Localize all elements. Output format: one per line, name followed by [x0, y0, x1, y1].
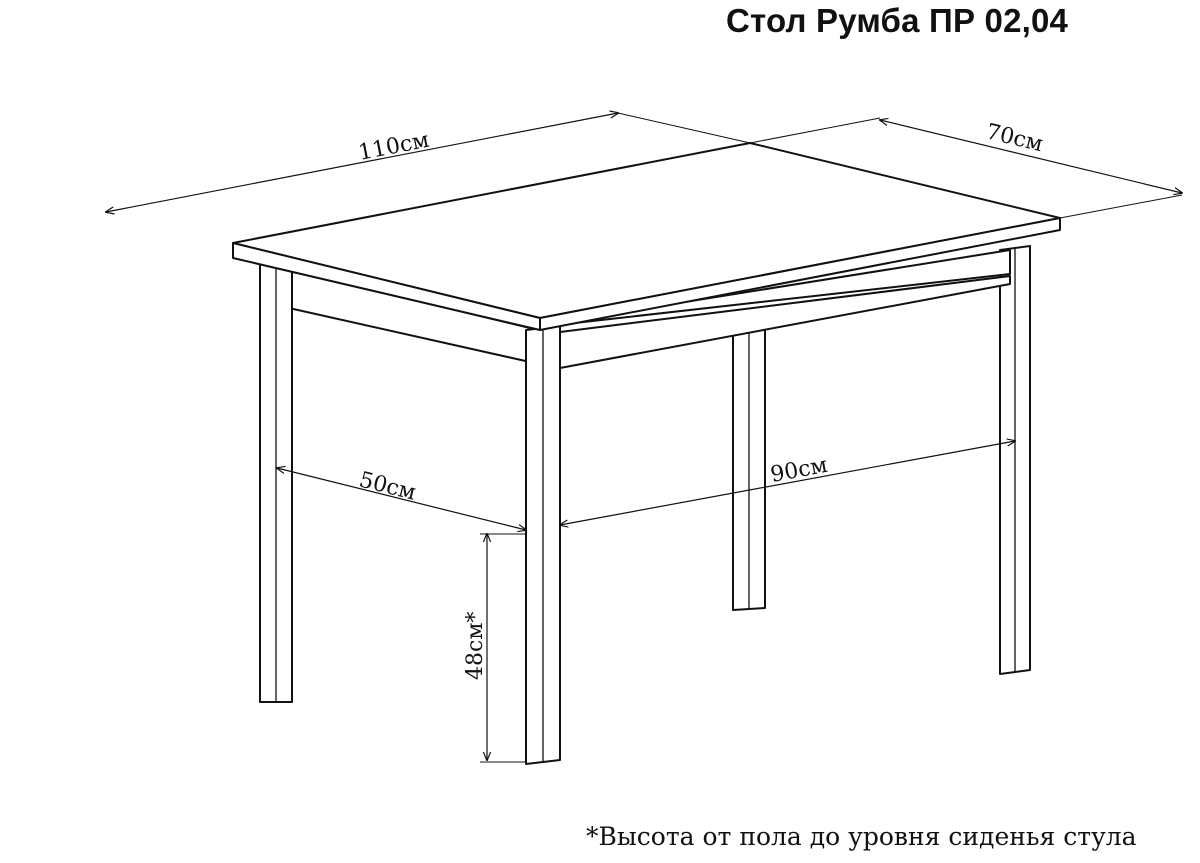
dim-label-leg-span-long: 90см	[769, 453, 830, 488]
dim-line-leg-span-long	[560, 441, 1015, 525]
dim-line-leg-span-short	[277, 468, 526, 530]
dim-label-width: 70см	[984, 120, 1046, 158]
dim-label-leg-span-short: 50см	[357, 468, 419, 506]
dim-label-seat-height: 48см*	[463, 612, 488, 680]
footnote: *Высота от пола до уровня сиденья стула	[586, 822, 1137, 851]
dim-line-length	[106, 113, 618, 212]
table-leg-back-middle	[732, 325, 766, 611]
table-leg-back-right	[999, 245, 1031, 675]
dim-label-length: 110см	[356, 128, 431, 166]
table-leg-front-right	[525, 325, 561, 765]
dim-line-width	[880, 120, 1182, 193]
table-leg-front-left	[259, 261, 293, 703]
drawing-title: Стол Румба ПР 02,04	[726, 2, 1069, 39]
